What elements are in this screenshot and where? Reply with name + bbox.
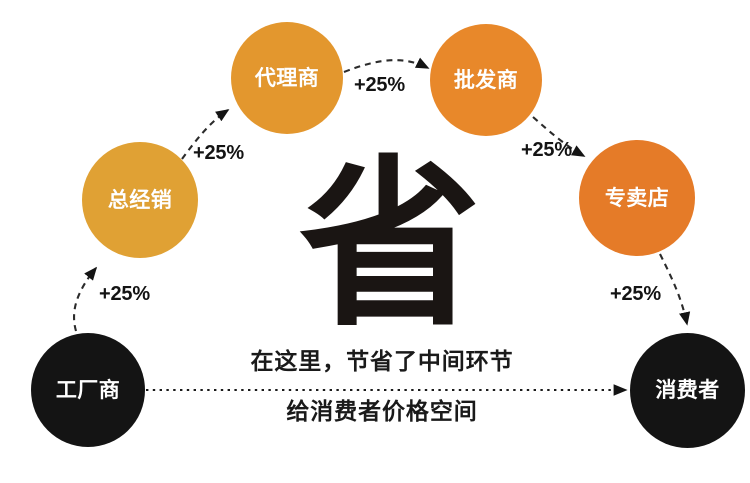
node-consumer-label: 消费者 <box>655 379 720 402</box>
growth-label-agent-to-wholesale: +25% <box>354 74 405 96</box>
arrow-store-to-consumer <box>659 253 691 326</box>
node-factory[interactable]: 工厂商 <box>31 333 145 447</box>
growth-label-wholesale-to-store: +25% <box>521 139 572 161</box>
node-specialty-store-label: 专卖店 <box>604 186 670 210</box>
node-general-distributor-label: 总经销 <box>107 188 173 212</box>
node-specialty-store[interactable]: 专卖店 <box>579 140 695 256</box>
growth-label-factory-to-general: +25% <box>99 283 150 305</box>
hero-character-sheng: 省 <box>299 139 481 351</box>
caption-line-2: 给消费者价格空间 <box>286 398 478 424</box>
node-wholesaler-label: 批发商 <box>453 68 519 92</box>
growth-label-store-to-consumer: +25% <box>610 283 661 305</box>
growth-label-general-to-agent: +25% <box>193 142 244 164</box>
node-factory-label: 工厂商 <box>55 378 121 402</box>
node-agent[interactable]: 代理商 <box>231 22 343 134</box>
arrow-factory-to-general <box>72 266 98 332</box>
node-wholesaler[interactable]: 批发商 <box>430 24 542 136</box>
caption-line-1: 在这里，节省了中间环节 <box>250 348 514 374</box>
arrow-agent-to-wholesale <box>343 57 430 73</box>
node-agent-label: 代理商 <box>254 66 320 90</box>
node-general-distributor[interactable]: 总经销 <box>82 142 198 258</box>
node-consumer[interactable]: 消费者 <box>630 333 745 448</box>
